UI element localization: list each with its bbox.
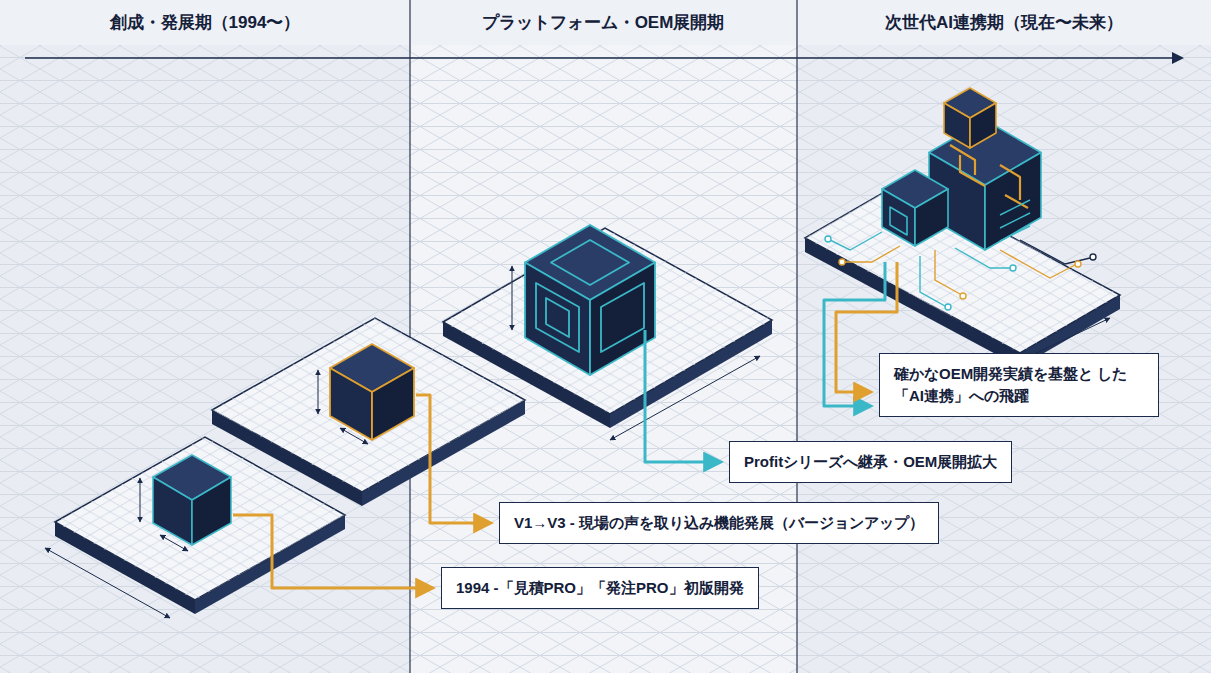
period-heading: 次世代AI連携期（現在〜未来）	[885, 11, 1123, 34]
callout-box: 確かなOEM開発実績を基盤と した「AI連携」への飛躍	[879, 353, 1159, 417]
callout-box: V1→V3 - 現場の声を取り込み機能発展（バージョンアップ）	[499, 502, 939, 544]
callout-text: 確かなOEM開発実績を基盤と した「AI連携」への飛躍	[894, 363, 1144, 407]
callout-box: Profitシリーズへ継承・OEM展開拡大	[729, 441, 1012, 483]
callout-text: 1994 -「見積PRO」「発注PRO」初版開発	[456, 577, 744, 599]
callout-box: 1994 -「見積PRO」「発注PRO」初版開発	[441, 567, 759, 609]
callout-text: V1→V3 - 現場の声を取り込み機能発展（バージョンアップ）	[514, 512, 924, 534]
callout-text: Profitシリーズへ継承・OEM展開拡大	[744, 451, 997, 473]
period-heading: 創成・発展期（1994〜）	[110, 11, 301, 34]
period-heading: プラットフォーム・OEM展開期	[482, 11, 725, 34]
